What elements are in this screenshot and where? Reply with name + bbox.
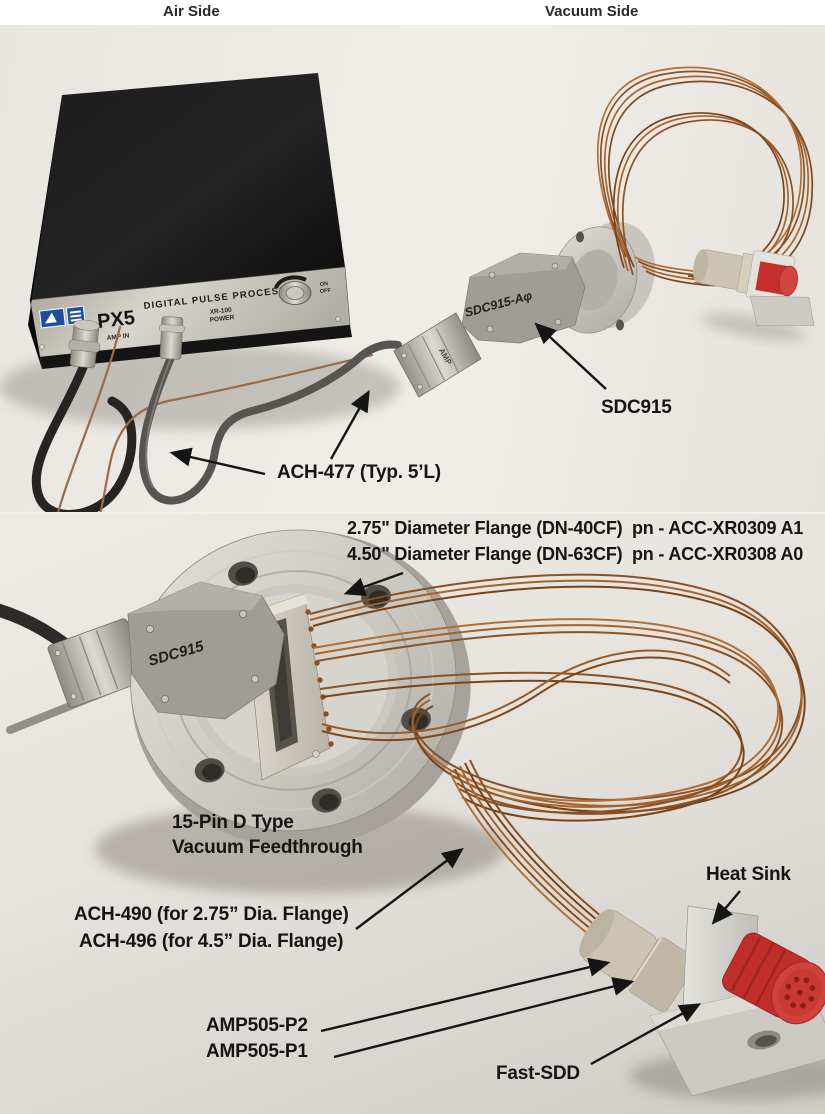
top-photo-air-vacuum-setup: PX5 DIGITAL PULSE PROCESSOR AMP IN XR-10…	[0, 25, 825, 512]
cable-highlight	[145, 354, 173, 488]
amp-in-bnc-connector	[68, 319, 101, 369]
bnc-signal-cable	[31, 360, 137, 512]
panel-screw	[39, 344, 45, 350]
px5-model-text: PX5	[96, 307, 136, 333]
label-heat-sink: Heat Sink	[706, 864, 791, 885]
px5-digital-pulse-processor: PX5 DIGITAL PULSE PROCESSOR AMP IN XR-10…	[28, 73, 352, 369]
amp505-connectors	[579, 909, 697, 1012]
label-amp505-p2: AMP505-P2	[206, 1015, 308, 1036]
power-text: POWER	[209, 314, 235, 324]
bottom-photo-flange-closeup: SDC915	[0, 512, 825, 1114]
detector-assembly-top	[693, 249, 815, 341]
xr100-text: XR-100	[209, 307, 232, 316]
label-feedthrough-line2: Vacuum Feedthrough	[172, 837, 363, 858]
label-amp505-p1: AMP505-P1	[206, 1041, 308, 1062]
power-connector	[159, 316, 185, 360]
detector-assembly-bottom	[579, 905, 825, 1100]
power-button	[274, 275, 312, 305]
sdc915-adapter-top: SDC915-Aφ	[461, 252, 586, 344]
sdc915-adapter-bottom: SDC915	[127, 581, 285, 720]
dsub-amp-connector: AMP	[393, 312, 482, 398]
label-ach477: ACH-477 (Typ. 5’L)	[277, 462, 441, 483]
label-ach490: ACH-490 (for 2.75” Dia. Flange)	[74, 904, 349, 925]
amptek-logo	[39, 305, 86, 329]
mounting-slot-inner	[755, 1035, 777, 1047]
label-ach496: ACH-496 (for 4.5” Dia. Flange)	[79, 931, 344, 952]
label-fast-sdd: Fast-SDD	[496, 1063, 580, 1084]
on-text: ON	[320, 281, 329, 288]
air-side-label: Air Side	[163, 3, 220, 20]
power-cable	[138, 340, 402, 505]
label-flange-450: 4.50" Diameter Flange (DN-63CF) pn - ACC…	[347, 544, 804, 564]
panel-screw	[335, 316, 341, 322]
off-text: OFF	[320, 288, 332, 295]
thin-brown-wire	[57, 325, 374, 512]
fast-sdd-detector	[722, 932, 825, 1025]
vacuum-side-label: Vacuum Side	[545, 3, 639, 20]
label-sdc915: SDC915	[601, 397, 672, 418]
dsub-connector-bottom	[47, 618, 148, 708]
device-shadow	[0, 345, 400, 429]
ach477-cable-set	[31, 325, 402, 512]
detector-pins	[784, 976, 816, 1009]
label-feedthrough-line1: 15-Pin D Type	[172, 812, 294, 833]
top-photo-scene: PX5 DIGITAL PULSE PROCESSOR AMP IN XR-10…	[0, 66, 815, 512]
label-flange-275: 2.75" Diameter Flange (DN-40CF) pn - ACC…	[347, 518, 804, 538]
bottom-photo-scene: SDC915	[0, 529, 825, 1100]
